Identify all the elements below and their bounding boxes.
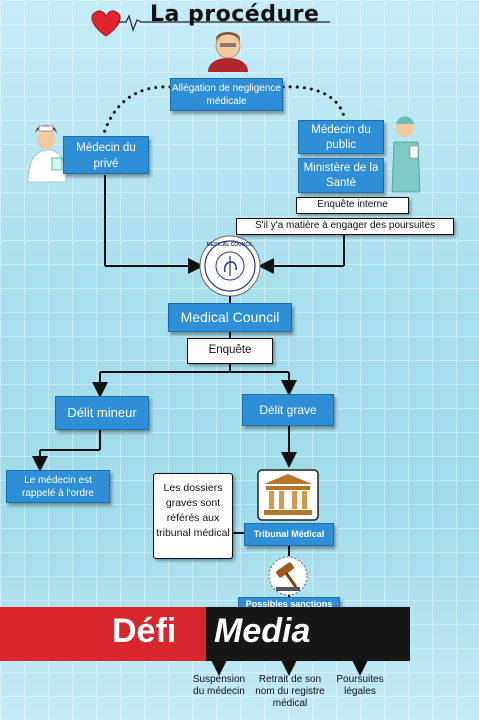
poursuites-check-box: S'il y'a matière à engager des poursuite… [236, 218, 454, 235]
tribunal-box: Tribunal Médical [244, 523, 334, 546]
patient-icon [208, 32, 248, 72]
medical-council-box: Medical Council [168, 303, 292, 332]
medecin-public-box: Médecin du public [298, 120, 384, 154]
poursuites-legales-label: Poursuites légales [336, 674, 384, 697]
page-title: La procédure [150, 2, 320, 27]
rappele-box: Le médecin est rappelé à l'ordre [6, 470, 110, 503]
nurse-icon [27, 125, 67, 183]
seal-label: MEDICAL COUNCIL [206, 242, 254, 248]
banner-black [206, 607, 410, 661]
enquete-interne-box: Enquête interne [296, 197, 409, 214]
heart-icon [91, 10, 150, 37]
brand-defi: Défi [112, 612, 177, 650]
retrait-label: Retrait de son nom du registre médical [255, 674, 325, 709]
enquete-box: Enquête [187, 338, 273, 364]
allegation-box: Allégation de negligence médicale [170, 78, 283, 111]
ministere-box: Ministère de la Santé [298, 158, 384, 193]
courthouse-icon [257, 469, 319, 521]
dossiers-graves-box: Les dossiers graves sont référés aux tri… [153, 473, 233, 559]
brand-media: Media [214, 612, 311, 650]
banner-red [0, 607, 206, 661]
suspension-label: Suspension du médecin [192, 674, 246, 697]
doctor-icon [391, 116, 421, 193]
delit-grave-box: Délit grave [242, 394, 334, 426]
delit-mineur-box: Délit mineur [55, 396, 149, 430]
gavel-icon [268, 556, 308, 596]
medecin-prive-box: Médecin du privé [63, 136, 149, 174]
seal-icon [199, 235, 261, 297]
